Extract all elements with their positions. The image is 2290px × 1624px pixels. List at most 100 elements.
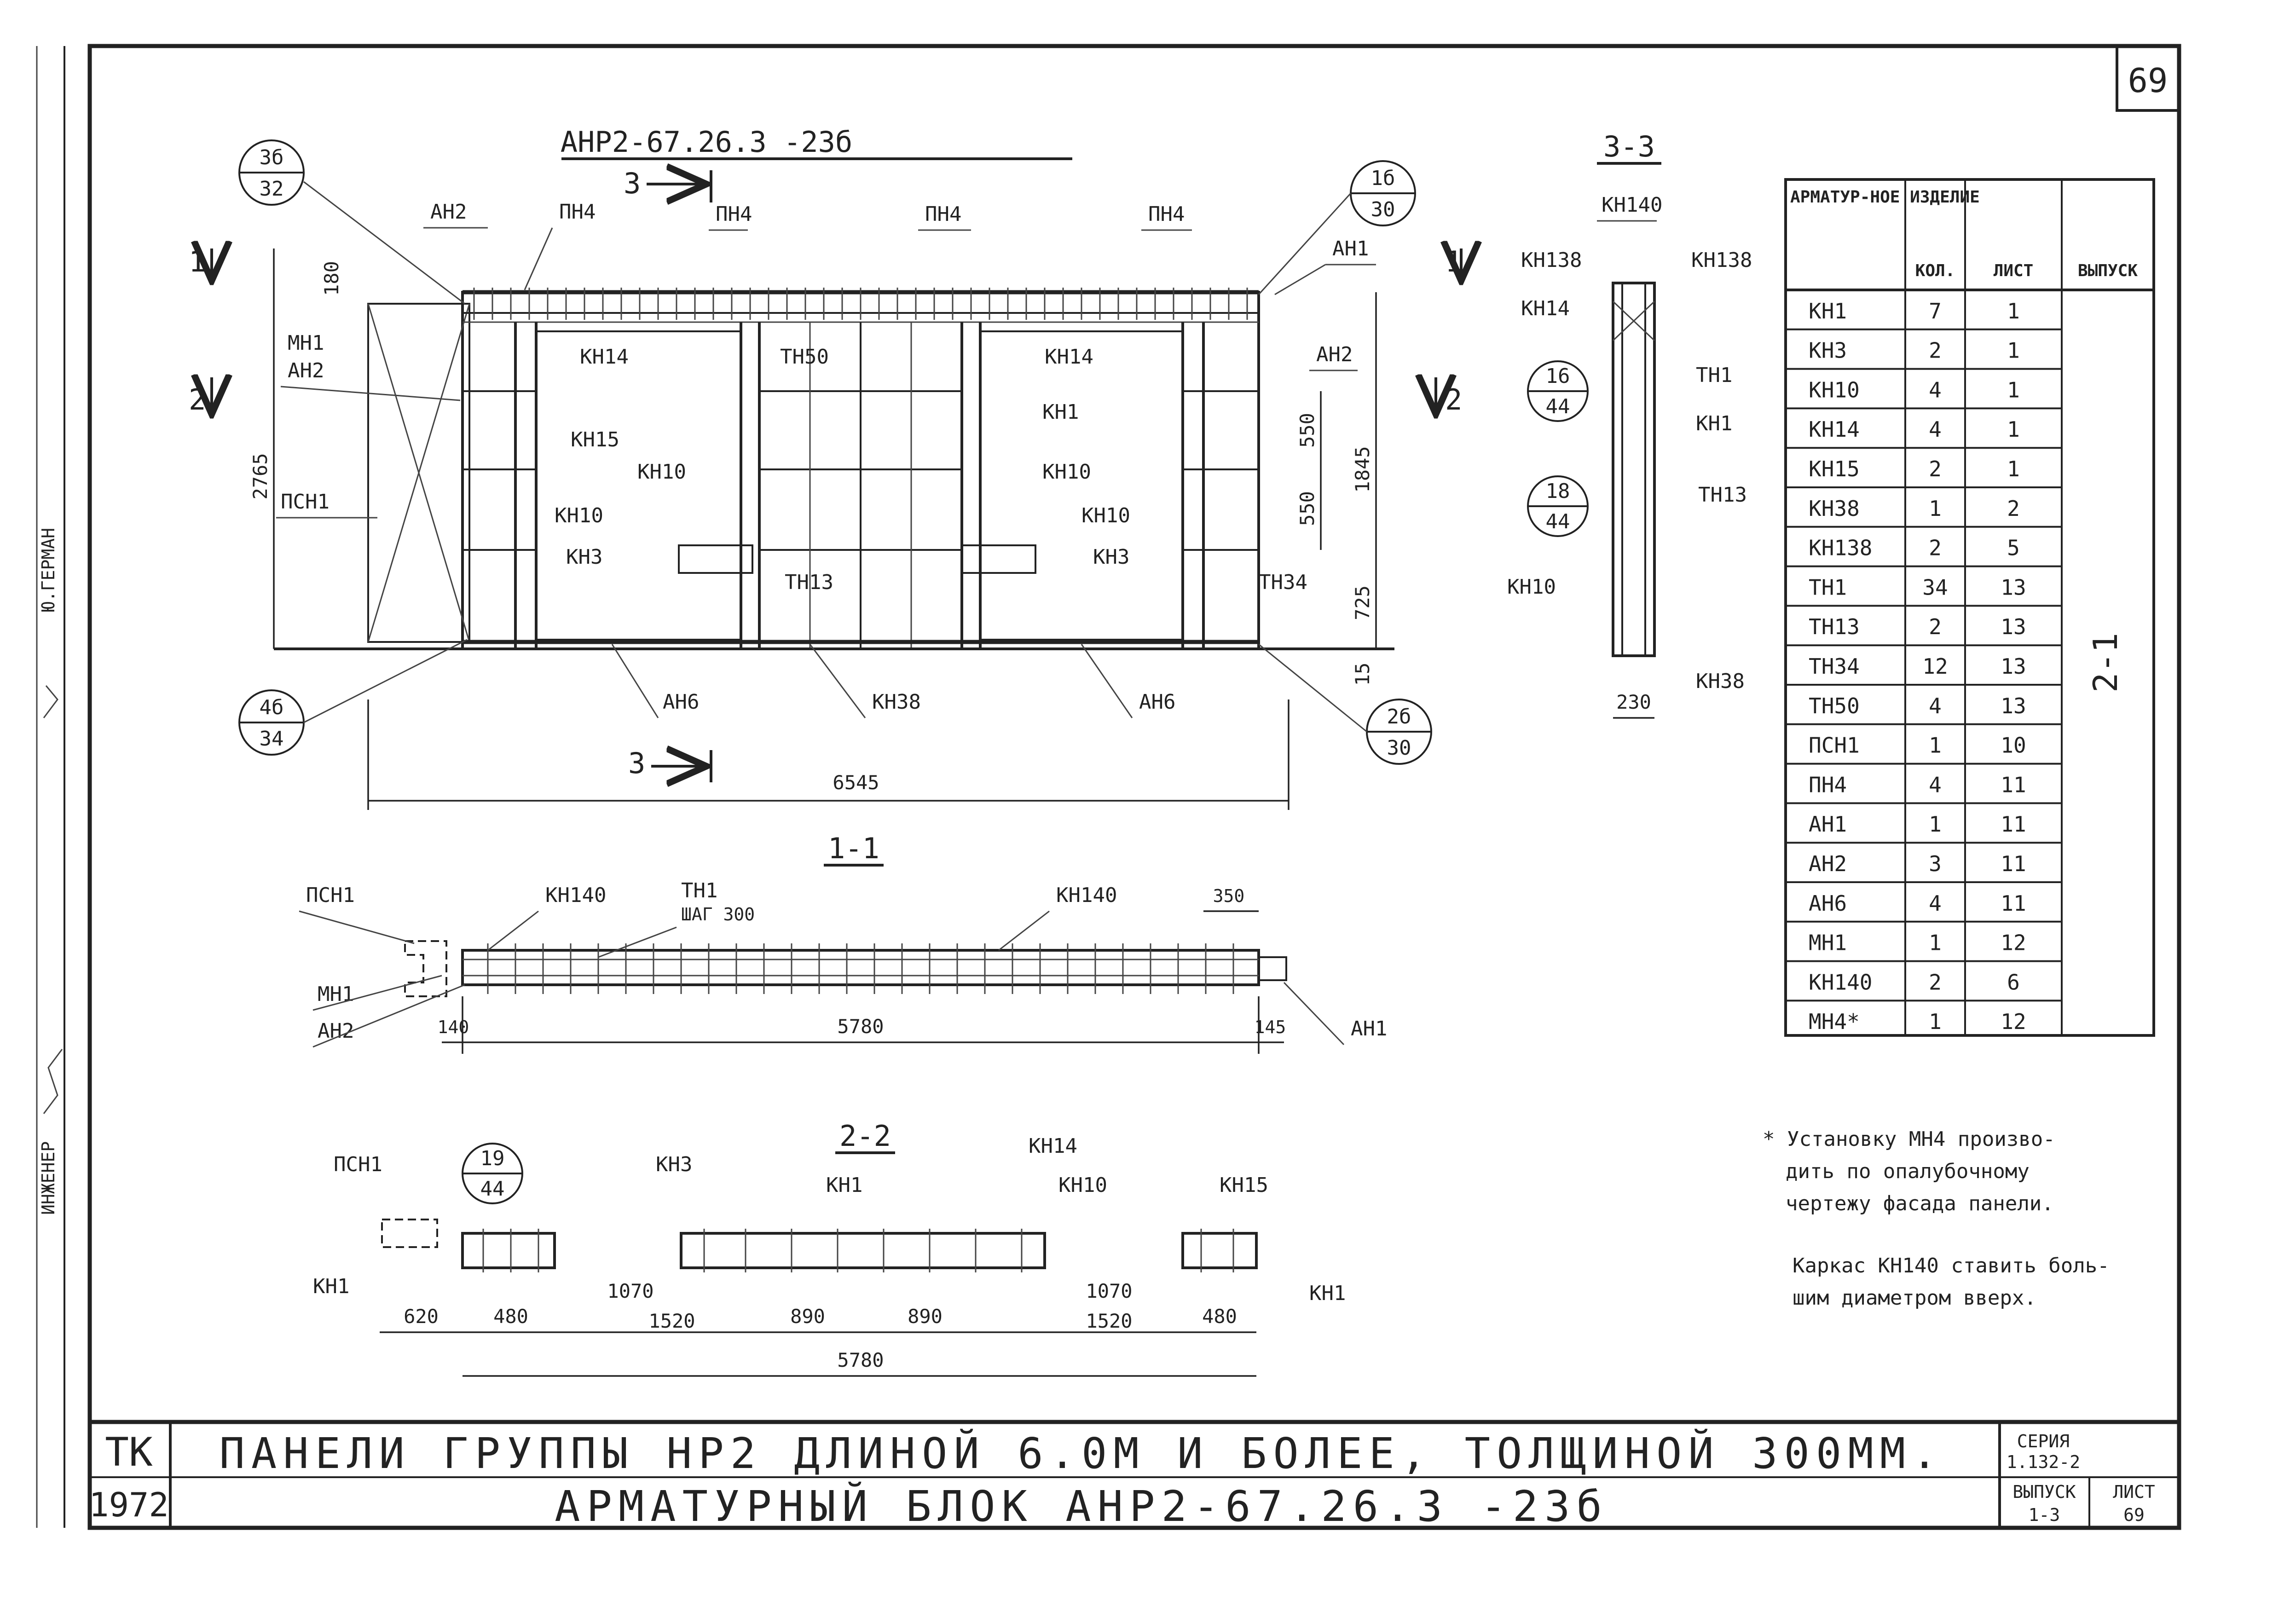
svg-text:550: 550 xyxy=(1296,413,1318,448)
tbl-cell: 1 xyxy=(1929,733,1942,758)
tbl-cell: 6 xyxy=(2007,970,2020,994)
left-stamp-strip: ИНЖЕНЕР Ю.ГЕРМАН xyxy=(36,46,65,1528)
tbl-cell: 4 xyxy=(1929,772,1942,797)
tbl-cell: 11 xyxy=(2001,891,2026,916)
s11-kn140-left: КН140 xyxy=(545,884,606,907)
stamp-signature xyxy=(43,1049,63,1114)
lbl-tn13: ТН13 xyxy=(785,571,833,594)
tbl-cell: 13 xyxy=(2001,694,2026,718)
tbl-cell: ТН1 xyxy=(1809,575,1847,600)
s22-kn1: КН1 xyxy=(826,1173,862,1197)
elevation-view: АНР2-67.26.3 -23б xyxy=(189,125,1462,810)
section-cut-3-top: 3 xyxy=(624,167,641,200)
top-ties xyxy=(473,288,1248,320)
svg-text:32: 32 xyxy=(260,177,284,201)
svg-text:44: 44 xyxy=(1546,395,1570,418)
lbl-pn4-2: ПН4 xyxy=(716,202,752,226)
tbl-cell: КН14 xyxy=(1809,417,1860,442)
tb-series-label: СЕРИЯ xyxy=(2017,1431,2070,1451)
tbl-cell: 2 xyxy=(1929,970,1942,994)
svg-text:725: 725 xyxy=(1351,585,1374,620)
tbl-cell: 2 xyxy=(1929,536,1942,561)
lbl-kn10-b: КН10 xyxy=(555,504,603,527)
lbl-tn50: ТН50 xyxy=(780,345,829,369)
tbl-header-sheet: ЛИСТ xyxy=(1994,261,2034,280)
tbl-cell: 4 xyxy=(1929,417,1942,442)
section-3-3-title: 3-3 xyxy=(1603,130,1655,163)
tbl-cell: 13 xyxy=(2001,575,2026,600)
callout-1b-30: 1б 30 xyxy=(1258,160,1416,295)
tbl-cell: КН38 xyxy=(1809,496,1860,521)
notes: * Установку МН4 произво- дить по опалубо… xyxy=(1763,1127,2110,1310)
tbl-cell: КН15 xyxy=(1809,457,1860,481)
tbl-cell: КН3 xyxy=(1809,338,1847,363)
tbl-cell: 1 xyxy=(1929,812,1942,837)
tbl-cell: МН4* xyxy=(1809,1009,1860,1034)
tbl-cell: 1 xyxy=(2007,417,2020,442)
svg-text:2б: 2б xyxy=(1387,705,1411,728)
tbl-cell: АН6 xyxy=(1809,891,1847,916)
cut-mark-2-right: 2 xyxy=(1445,383,1462,416)
svg-text:1070: 1070 xyxy=(607,1280,653,1302)
tbl-cell: 1 xyxy=(2007,338,2020,363)
section-cut-3-bottom: 3 xyxy=(628,746,645,780)
lbl-kn3-right: КН3 xyxy=(1093,545,1129,569)
s11-kn140-right: КН140 xyxy=(1056,884,1117,907)
section-1-1-title: 1-1 xyxy=(828,832,879,865)
tbl-cell: 10 xyxy=(2001,733,2026,758)
s33-callout-18-44: 18 44 xyxy=(1527,475,1589,537)
svg-text:30: 30 xyxy=(1387,736,1411,760)
s33-kn14: КН14 xyxy=(1521,297,1570,320)
tbl-cell: 13 xyxy=(2001,654,2026,679)
svg-text:2765: 2765 xyxy=(249,453,272,499)
lbl-kn14-left: КН14 xyxy=(580,345,629,369)
elevation-dimensions: 180 2765 550 550 1845 725 15 6545 xyxy=(249,249,1377,810)
tbl-cell: ПСН1 xyxy=(1809,733,1860,758)
s33-kn138-right: КН138 xyxy=(1691,249,1752,272)
svg-text:44: 44 xyxy=(480,1177,505,1201)
s11-tn1: ТН1 xyxy=(681,879,717,902)
spec-table: АРМАТУР-НОЕ ИЗДЕЛИЕ КОЛ. ЛИСТ ВЫПУСК КН1… xyxy=(1784,178,2155,1037)
s33-kn1: КН1 xyxy=(1696,412,1732,435)
tb-series-value: 1.132-2 xyxy=(2007,1452,2080,1472)
svg-text:180: 180 xyxy=(320,261,343,296)
s33-callout-16-44: 16 44 xyxy=(1527,360,1589,422)
tbl-cell: 3 xyxy=(1929,851,1942,876)
svg-text:1845: 1845 xyxy=(1351,446,1374,492)
tbl-cell: ТН13 xyxy=(1809,614,1860,639)
stamp-engineer: ИНЖЕНЕР xyxy=(38,1141,58,1215)
s33-kn140: КН140 xyxy=(1602,193,1662,217)
lbl-pn4-4: ПН4 xyxy=(1148,202,1185,226)
callout-2b-30: 2б 30 xyxy=(1258,643,1432,765)
stamp-signature-2 xyxy=(43,685,58,718)
tb-line2: АРМАТУРНЫЙ БЛОК АНР2-67.26.3 -23б xyxy=(555,1481,1608,1531)
s22-kn1-right: КН1 xyxy=(1309,1282,1346,1305)
section-3-3: 3-3 КН140 КН138 КН138 КН14 ТН1 КН1 ТН13 … xyxy=(1507,130,1752,719)
svg-text:3б: 3б xyxy=(260,146,284,169)
tbl-cell: КН1 xyxy=(1809,299,1847,324)
s11-dim-140: 140 xyxy=(438,1017,469,1037)
cut-mark-2-left: 2 xyxy=(189,383,206,416)
s22-callout-19-44: 19 44 xyxy=(462,1143,523,1204)
tbl-cell: ТН34 xyxy=(1809,654,1860,679)
note1-line2: дить по опалубочному xyxy=(1786,1160,2030,1183)
s22-kn14: КН14 xyxy=(1029,1134,1077,1158)
s33-kn10: КН10 xyxy=(1507,575,1556,599)
sheet-number: 69 xyxy=(2128,61,2168,100)
tb-line1: ПАНЕЛИ ГРУППЫ НР2 ДЛИНОЙ 6.0М И БОЛЕЕ, Т… xyxy=(220,1428,1944,1478)
svg-text:1520: 1520 xyxy=(648,1310,695,1332)
tbl-cell: АН2 xyxy=(1809,851,1847,876)
lbl-kn15: КН15 xyxy=(571,428,619,451)
s33-kn38: КН38 xyxy=(1696,670,1745,693)
tbl-cell: 5 xyxy=(2007,536,2020,561)
lbl-kn14-right: КН14 xyxy=(1045,345,1093,369)
tb-year: 1972 xyxy=(89,1485,168,1524)
s22-kn10: КН10 xyxy=(1058,1173,1107,1197)
lbl-pn4-3: ПН4 xyxy=(925,202,961,226)
tbl-cell: КН10 xyxy=(1809,377,1860,402)
tbl-header-qty: КОЛ. xyxy=(1915,261,1955,280)
tb-issue-label: ВЫПУСК xyxy=(2012,1482,2076,1502)
tb-org: ТК xyxy=(105,1429,153,1475)
